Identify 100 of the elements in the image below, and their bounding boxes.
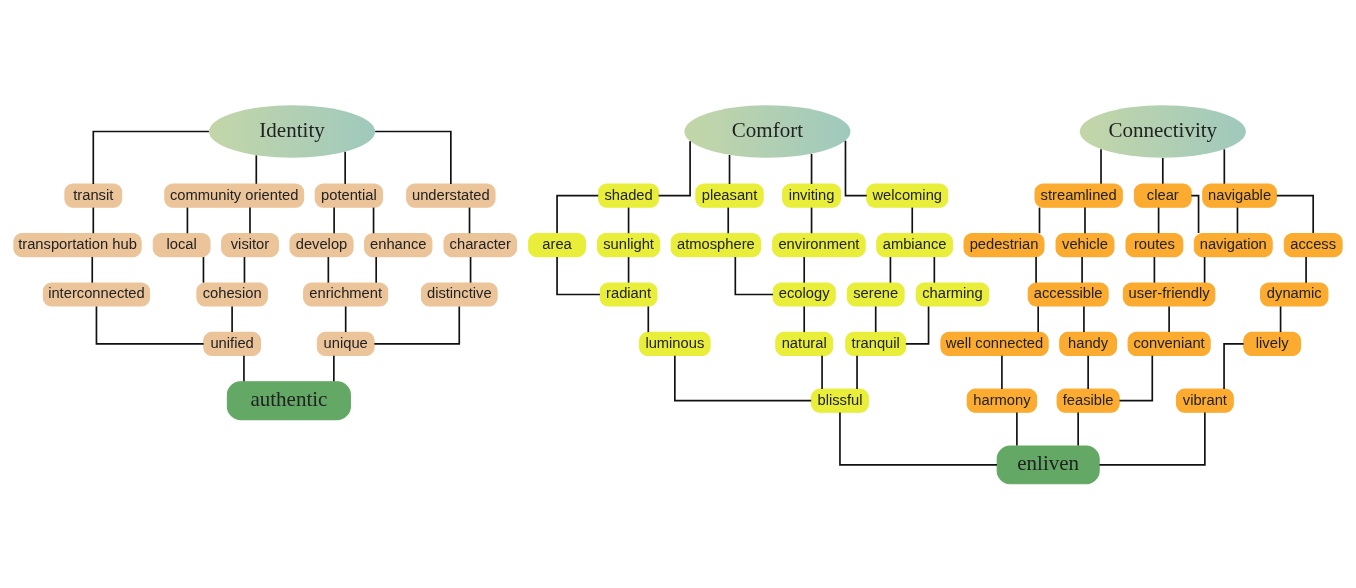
connector	[344, 305, 347, 333]
connector	[627, 255, 630, 283]
node-box: harmony	[966, 388, 1038, 413]
node-box: develop	[289, 232, 354, 257]
node-ellipse: Identity	[208, 104, 376, 158]
connector	[1223, 148, 1226, 185]
node-box: distinctive	[420, 281, 498, 307]
node-box: transit	[64, 183, 123, 208]
node-box: charming	[915, 281, 990, 307]
connector	[333, 354, 335, 382]
connector	[905, 305, 930, 345]
connector	[1157, 206, 1160, 234]
connector	[1001, 354, 1003, 390]
node-box: blissful	[811, 388, 869, 413]
node-box: conveniant	[1127, 331, 1211, 356]
node-box: accessible	[1027, 281, 1109, 307]
node-box: unique	[316, 331, 375, 356]
node-box: serene	[846, 281, 905, 307]
node-box: enliven	[996, 444, 1100, 484]
connector	[327, 255, 330, 283]
node-box: vibrant	[1175, 388, 1234, 413]
node-box: feasible	[1056, 388, 1120, 413]
node-box: radiant	[599, 281, 658, 307]
node-box: authentic	[226, 380, 351, 420]
connector	[1161, 156, 1164, 185]
node-box: navigation	[1193, 232, 1273, 257]
connector	[243, 354, 245, 382]
connector	[1118, 354, 1154, 402]
connector	[856, 354, 858, 390]
connector	[91, 255, 94, 283]
connector	[810, 206, 813, 234]
connector	[1077, 411, 1079, 446]
connector	[243, 255, 246, 283]
node-box: character	[443, 232, 518, 257]
node-box: potential	[314, 183, 383, 208]
node-box: clear	[1133, 183, 1192, 208]
connector	[674, 354, 813, 402]
connector	[374, 130, 452, 185]
connector	[933, 255, 936, 283]
connector	[202, 255, 205, 283]
node-box: dynamic	[1260, 281, 1329, 307]
node-box: visitor	[221, 232, 279, 257]
node-box: handy	[1059, 331, 1118, 356]
node-box: cohesion	[196, 281, 268, 307]
node-box: enrichment	[303, 281, 389, 307]
node-box: area	[528, 232, 586, 257]
connector	[344, 150, 346, 185]
node-ellipse: Connectivity	[1079, 104, 1246, 158]
node-box: access	[1283, 232, 1343, 257]
connector	[1279, 305, 1282, 333]
connector	[803, 255, 806, 283]
node-box: user-friendly	[1122, 281, 1216, 307]
connector	[95, 305, 205, 345]
node-box: pleasant	[695, 183, 764, 208]
connector	[647, 305, 650, 333]
connector	[1275, 194, 1314, 234]
connector	[372, 206, 375, 234]
node-box: tranquil	[845, 331, 907, 356]
connector	[803, 305, 806, 333]
node-box: luminous	[639, 331, 711, 356]
connector	[255, 154, 258, 185]
connector	[556, 194, 600, 234]
node-box: navigable	[1202, 183, 1277, 208]
node-box: local	[152, 232, 211, 257]
node-box: interconnected	[42, 281, 151, 307]
connector	[1038, 206, 1041, 234]
node-ellipse: Comfort	[684, 104, 851, 158]
connector	[627, 206, 630, 234]
node-box: ambiance	[876, 232, 953, 257]
connector	[1236, 206, 1239, 234]
connector	[249, 206, 251, 234]
node-box: unified	[203, 331, 262, 356]
connector	[1305, 255, 1307, 283]
connector	[1190, 194, 1200, 234]
connector	[821, 354, 823, 390]
connector	[734, 255, 774, 295]
node-box: welcoming	[866, 183, 949, 208]
connector	[186, 206, 189, 234]
node-box: vehicle	[1055, 232, 1115, 257]
connector	[92, 206, 95, 234]
connector	[1168, 305, 1170, 333]
connector	[874, 305, 877, 333]
connector	[333, 206, 335, 234]
connector	[1016, 411, 1018, 446]
node-box: pedestrian	[963, 232, 1045, 257]
connector	[1083, 305, 1085, 333]
connector	[469, 255, 472, 283]
connector	[1081, 255, 1083, 283]
connector	[373, 305, 461, 345]
node-box: sunlight	[597, 232, 661, 257]
connector	[728, 153, 731, 185]
connector	[556, 255, 601, 295]
connector	[468, 206, 471, 234]
node-box: enhance	[364, 232, 433, 257]
connector	[1035, 255, 1037, 283]
node-box: transportation hub	[13, 232, 142, 257]
connector	[1084, 206, 1086, 234]
connector	[231, 305, 233, 333]
node-box: well connected	[940, 331, 1049, 356]
connector	[1223, 342, 1245, 390]
